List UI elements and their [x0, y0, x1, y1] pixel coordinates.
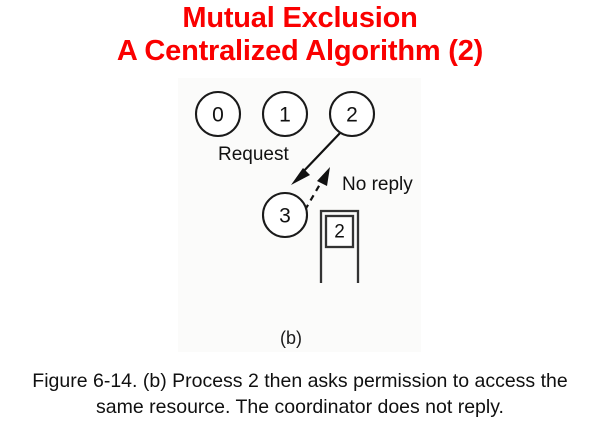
no-reply-edge-line: [304, 178, 324, 211]
process-node-3[interactable]: 3: [261, 191, 309, 239]
process-node-2[interactable]: 2: [328, 90, 376, 138]
process-node-1[interactable]: 1: [261, 90, 309, 138]
page-title-line-2: A Centralized Algorithm (2): [116, 35, 484, 67]
process-node-3-label: 3: [279, 205, 291, 228]
process-node-2-circle[interactable]: [328, 90, 376, 138]
process-node-0-label: 0: [212, 104, 224, 127]
process-node-1-circle[interactable]: [261, 90, 309, 138]
panel-label: (b): [280, 328, 302, 348]
no-reply-edge: [304, 167, 330, 211]
process-node-2-label: 2: [346, 104, 358, 127]
figure-caption-line-1: Figure 6-14. (b) Process 2 then asks per…: [32, 370, 568, 392]
coordinator-queue: 2: [319, 209, 360, 283]
process-node-0[interactable]: 0: [194, 90, 242, 138]
process-node-0-circle[interactable]: [194, 90, 242, 138]
figure-caption: Figure 6-14. (b) Process 2 then asks per…: [14, 368, 586, 420]
coordinator-queue-slot-0: [324, 214, 355, 249]
coordinator-queue-slot-0-label: 2: [334, 222, 345, 243]
coordinator-queue-outline: [319, 209, 360, 283]
no-reply-arrowhead-icon: [317, 167, 330, 186]
process-node-1-label: 1: [279, 104, 291, 127]
process-node-3-circle[interactable]: [261, 191, 309, 239]
request-arrowhead-icon: [291, 168, 310, 185]
page-title: Mutual Exclusion A Centralized Algorithm…: [0, 2, 600, 68]
process-diagram: 0 1 2 3 Request No reply 2 (b): [194, 90, 413, 348]
request-label: Request: [218, 144, 289, 165]
figure-caption-line-2: same resource. The coordinator does not …: [96, 396, 504, 418]
figure-panel: 0 1 2 3 Request No reply 2 (b): [178, 78, 421, 352]
request-edge-line: [299, 131, 342, 176]
no-reply-label: No reply: [342, 174, 413, 195]
page-title-line-1: Mutual Exclusion: [182, 2, 418, 34]
request-edge: [291, 131, 342, 185]
